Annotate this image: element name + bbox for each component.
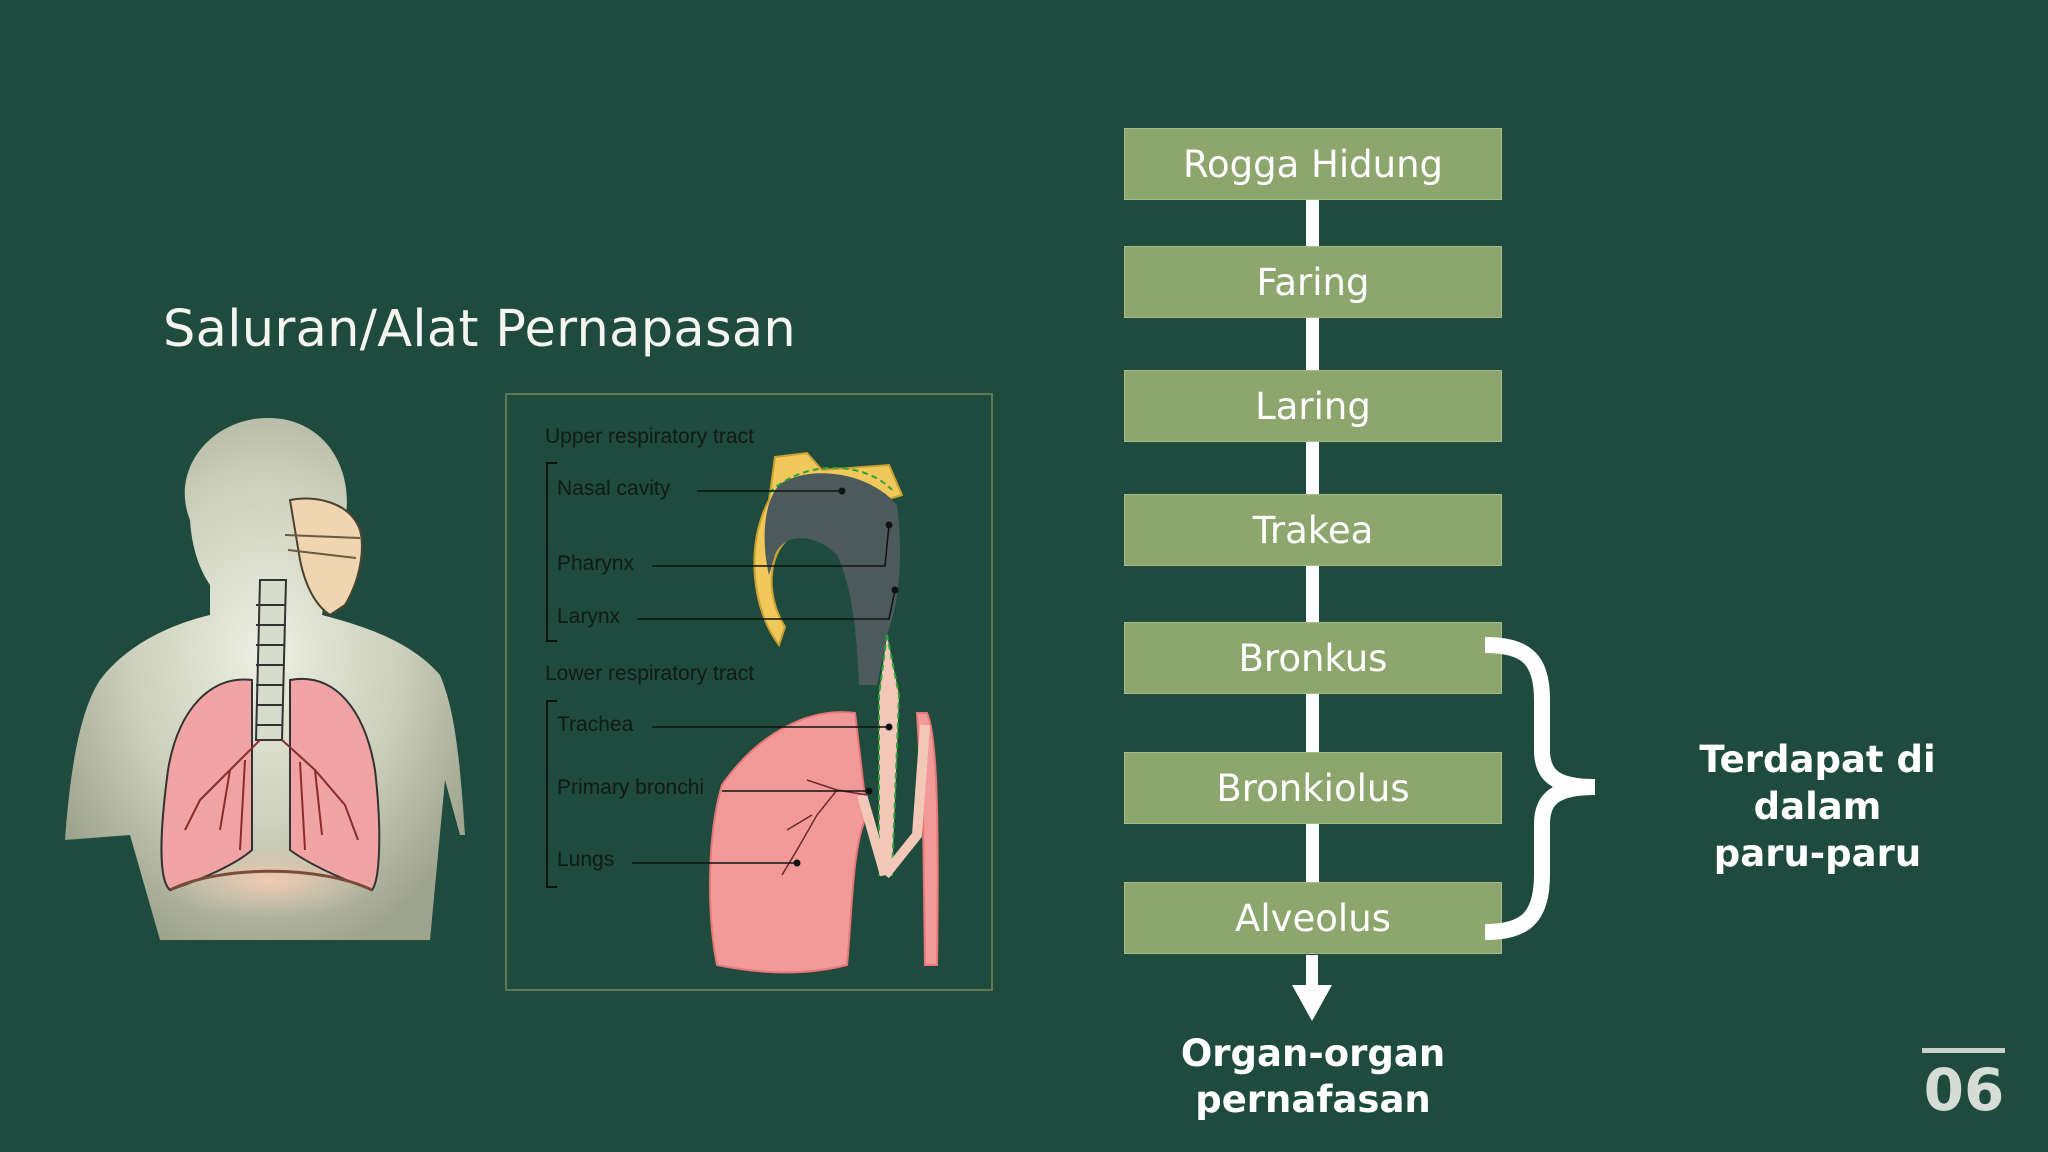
label-larynx: Larynx <box>557 605 621 628</box>
end-label: Organ-organ pernafasan <box>1113 1031 1513 1123</box>
flow-step-laring: Laring <box>1124 370 1502 442</box>
label-pharynx: Pharynx <box>557 552 635 575</box>
brace-note: Terdapat di dalam paru-paru <box>1630 736 2005 877</box>
label-primary-bronchi: Primary bronchi <box>557 776 705 799</box>
label-upper-respiratory-tract: Upper respiratory tract <box>545 425 754 448</box>
end-label-line2: pernafasan <box>1195 1078 1431 1121</box>
slide-title: Saluran/Alat Pernapasan <box>163 300 796 359</box>
respiratory-tract-drawing <box>546 451 939 974</box>
flow-connector <box>1306 200 1319 248</box>
flow-step-bronkus: Bronkus <box>1124 622 1502 694</box>
flow-step-bronkiolus: Bronkiolus <box>1124 752 1502 824</box>
curly-brace-icon <box>1484 637 1596 940</box>
flow-connector <box>1306 824 1319 884</box>
flow-connector <box>1306 442 1319 496</box>
flow-step-alveolus: Alveolus <box>1124 882 1502 954</box>
end-label-line1: Organ-organ <box>1180 1032 1446 1075</box>
flow-connector <box>1306 694 1319 754</box>
label-lungs: Lungs <box>557 848 615 871</box>
page-number: 06 <box>1923 1056 2005 1124</box>
flow-connector <box>1306 566 1319 624</box>
flow-step-faring: Faring <box>1124 246 1502 318</box>
label-lower-respiratory-tract: Lower respiratory tract <box>545 662 754 685</box>
page-number-divider <box>1922 1048 2005 1053</box>
brace-note-line2: paru-paru <box>1713 832 1922 875</box>
brace-note-line1: Terdapat di dalam <box>1699 738 1936 828</box>
down-arrow-icon <box>1292 955 1332 1021</box>
respiratory-tract-diagram: Upper respiratory tract Nasal cavity Pha… <box>505 393 993 991</box>
human-respiratory-illustration <box>65 417 465 941</box>
label-trachea: Trachea <box>557 713 634 736</box>
flow-step-trakea: Trakea <box>1124 494 1502 566</box>
label-nasal-cavity: Nasal cavity <box>557 477 671 500</box>
flow-connector <box>1306 318 1319 372</box>
flow-step-rogga-hidung: Rogga Hidung <box>1124 128 1502 200</box>
